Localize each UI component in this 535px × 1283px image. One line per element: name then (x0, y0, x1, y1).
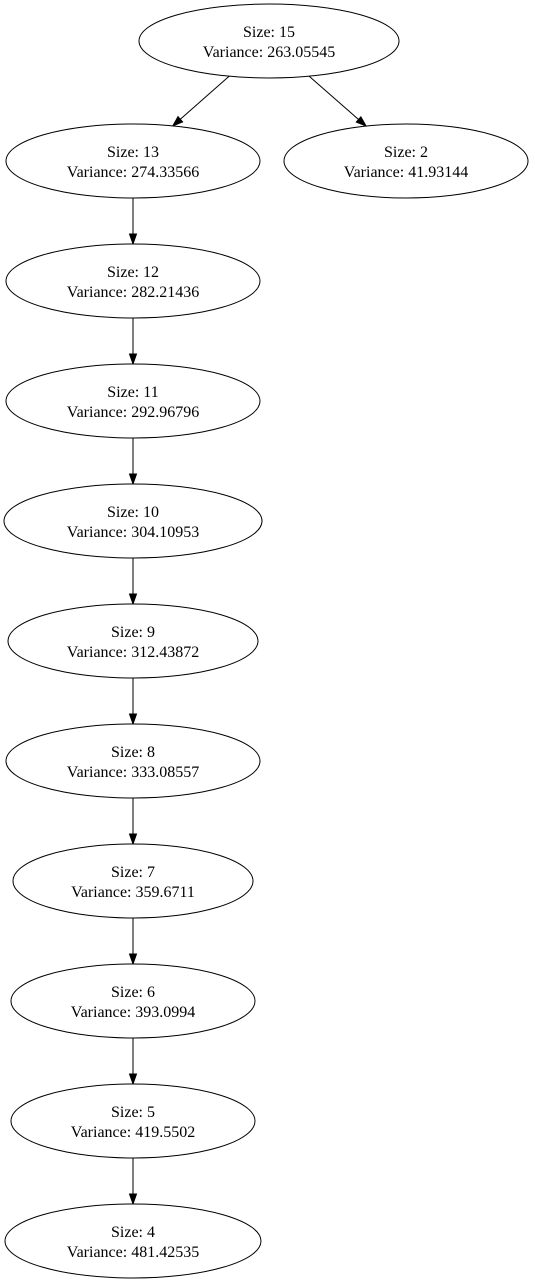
tree-edge (308, 75, 368, 128)
node-size-label: Size: 13 (107, 144, 159, 161)
tree-node: Size: 12 Variance: 282.21436 (5, 243, 261, 319)
arrowhead-icon (128, 1193, 138, 1206)
arrowhead-icon (128, 1073, 138, 1086)
tree-node: Size: 5 Variance: 419.5502 (10, 1083, 256, 1159)
node-ellipse (7, 603, 259, 679)
node-ellipse (5, 123, 261, 199)
node-variance-label: Variance: 304.10953 (67, 524, 199, 541)
node-ellipse (283, 123, 529, 199)
tree-node: Size: 11 Variance: 292.96796 (5, 363, 261, 439)
tree-edge (128, 558, 138, 606)
node-size-label: Size: 7 (111, 864, 155, 881)
tree-node: Size: 8 Variance: 333.08557 (5, 723, 261, 799)
tree-edge (171, 75, 230, 127)
node-ellipse (5, 243, 261, 319)
tree-edge (128, 318, 138, 366)
node-variance-label: Variance: 292.96796 (67, 404, 199, 421)
arrowhead-icon (355, 115, 368, 128)
node-variance-label: Variance: 359.6711 (71, 884, 195, 901)
node-variance-label: Variance: 393.0994 (71, 1004, 195, 1021)
node-ellipse (10, 1083, 256, 1159)
node-size-label: Size: 6 (111, 984, 155, 1001)
node-variance-label: Variance: 312.43872 (67, 644, 199, 661)
node-ellipse (5, 723, 261, 799)
node-ellipse (3, 483, 263, 559)
tree-node: Size: 6 Variance: 393.0994 (10, 963, 256, 1039)
node-size-label: Size: 5 (111, 1104, 155, 1121)
node-variance-label: Variance: 41.93144 (344, 164, 468, 181)
tree-node: Size: 2 Variance: 41.93144 (283, 123, 529, 199)
tree-node: Size: 13 Variance: 274.33566 (5, 123, 261, 199)
arrowhead-icon (128, 473, 138, 486)
tree-edge (128, 1158, 138, 1206)
edge-line (179, 75, 230, 120)
tree-node: Size: 7 Variance: 359.6711 (12, 843, 254, 919)
node-ellipse (5, 363, 261, 439)
node-size-label: Size: 8 (111, 744, 155, 761)
node-variance-label: Variance: 481.42535 (67, 1244, 199, 1261)
node-size-label: Size: 10 (107, 504, 159, 521)
arrowhead-icon (171, 115, 184, 127)
arrowhead-icon (128, 833, 138, 846)
tree-edge (128, 798, 138, 846)
node-size-label: Size: 4 (111, 1224, 155, 1241)
node-ellipse (4, 1203, 262, 1279)
tree-node: Size: 15 Variance: 263.05545 (138, 3, 400, 79)
tree-edge (128, 1038, 138, 1086)
tree-node: Size: 9 Variance: 312.43872 (7, 603, 259, 679)
node-ellipse (138, 3, 400, 79)
arrowhead-icon (128, 953, 138, 966)
arrowhead-icon (128, 233, 138, 246)
tree-edge (128, 198, 138, 246)
node-ellipse (10, 963, 256, 1039)
node-variance-label: Variance: 282.21436 (67, 284, 199, 301)
node-size-label: Size: 9 (111, 624, 155, 641)
tree-node: Size: 10 Variance: 304.10953 (3, 483, 263, 559)
node-variance-label: Variance: 419.5502 (71, 1124, 195, 1141)
arrowhead-icon (128, 713, 138, 726)
node-variance-label: Variance: 274.33566 (67, 164, 199, 181)
tree-edge (128, 678, 138, 726)
arrowhead-icon (128, 353, 138, 366)
tree-edge (128, 918, 138, 966)
node-ellipse (12, 843, 254, 919)
node-variance-label: Variance: 333.08557 (67, 764, 199, 781)
tree-node: Size: 4 Variance: 481.42535 (4, 1203, 262, 1279)
arrowhead-icon (128, 593, 138, 606)
edge-line (308, 75, 359, 120)
edges-layer (128, 75, 368, 1206)
node-size-label: Size: 15 (243, 24, 295, 41)
node-size-label: Size: 12 (107, 264, 159, 281)
node-size-label: Size: 11 (107, 384, 158, 401)
node-size-label: Size: 2 (384, 144, 428, 161)
node-variance-label: Variance: 263.05545 (203, 44, 335, 61)
tree-edge (128, 438, 138, 486)
